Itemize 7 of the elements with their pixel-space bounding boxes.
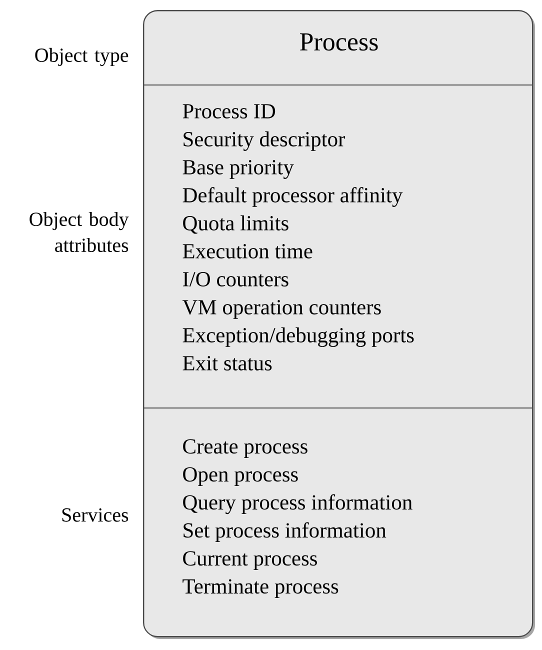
section-heading: Process [300, 33, 378, 51]
attribute-list: Create process Open process Query process information Set process information Current process Terminate process [182, 439, 412, 598]
side-label: Services [62, 508, 128, 522]
attribute-list: Process ID Security descriptor Base priority Default processor affinity Quota limits Execution time I/O counters VM operation counters Exception/debugging ports Exit status [182, 104, 414, 370]
side-label: Object type [35, 48, 128, 66]
object-box [143, 10, 535, 639]
side-label: Object body attributes [30, 212, 129, 252]
